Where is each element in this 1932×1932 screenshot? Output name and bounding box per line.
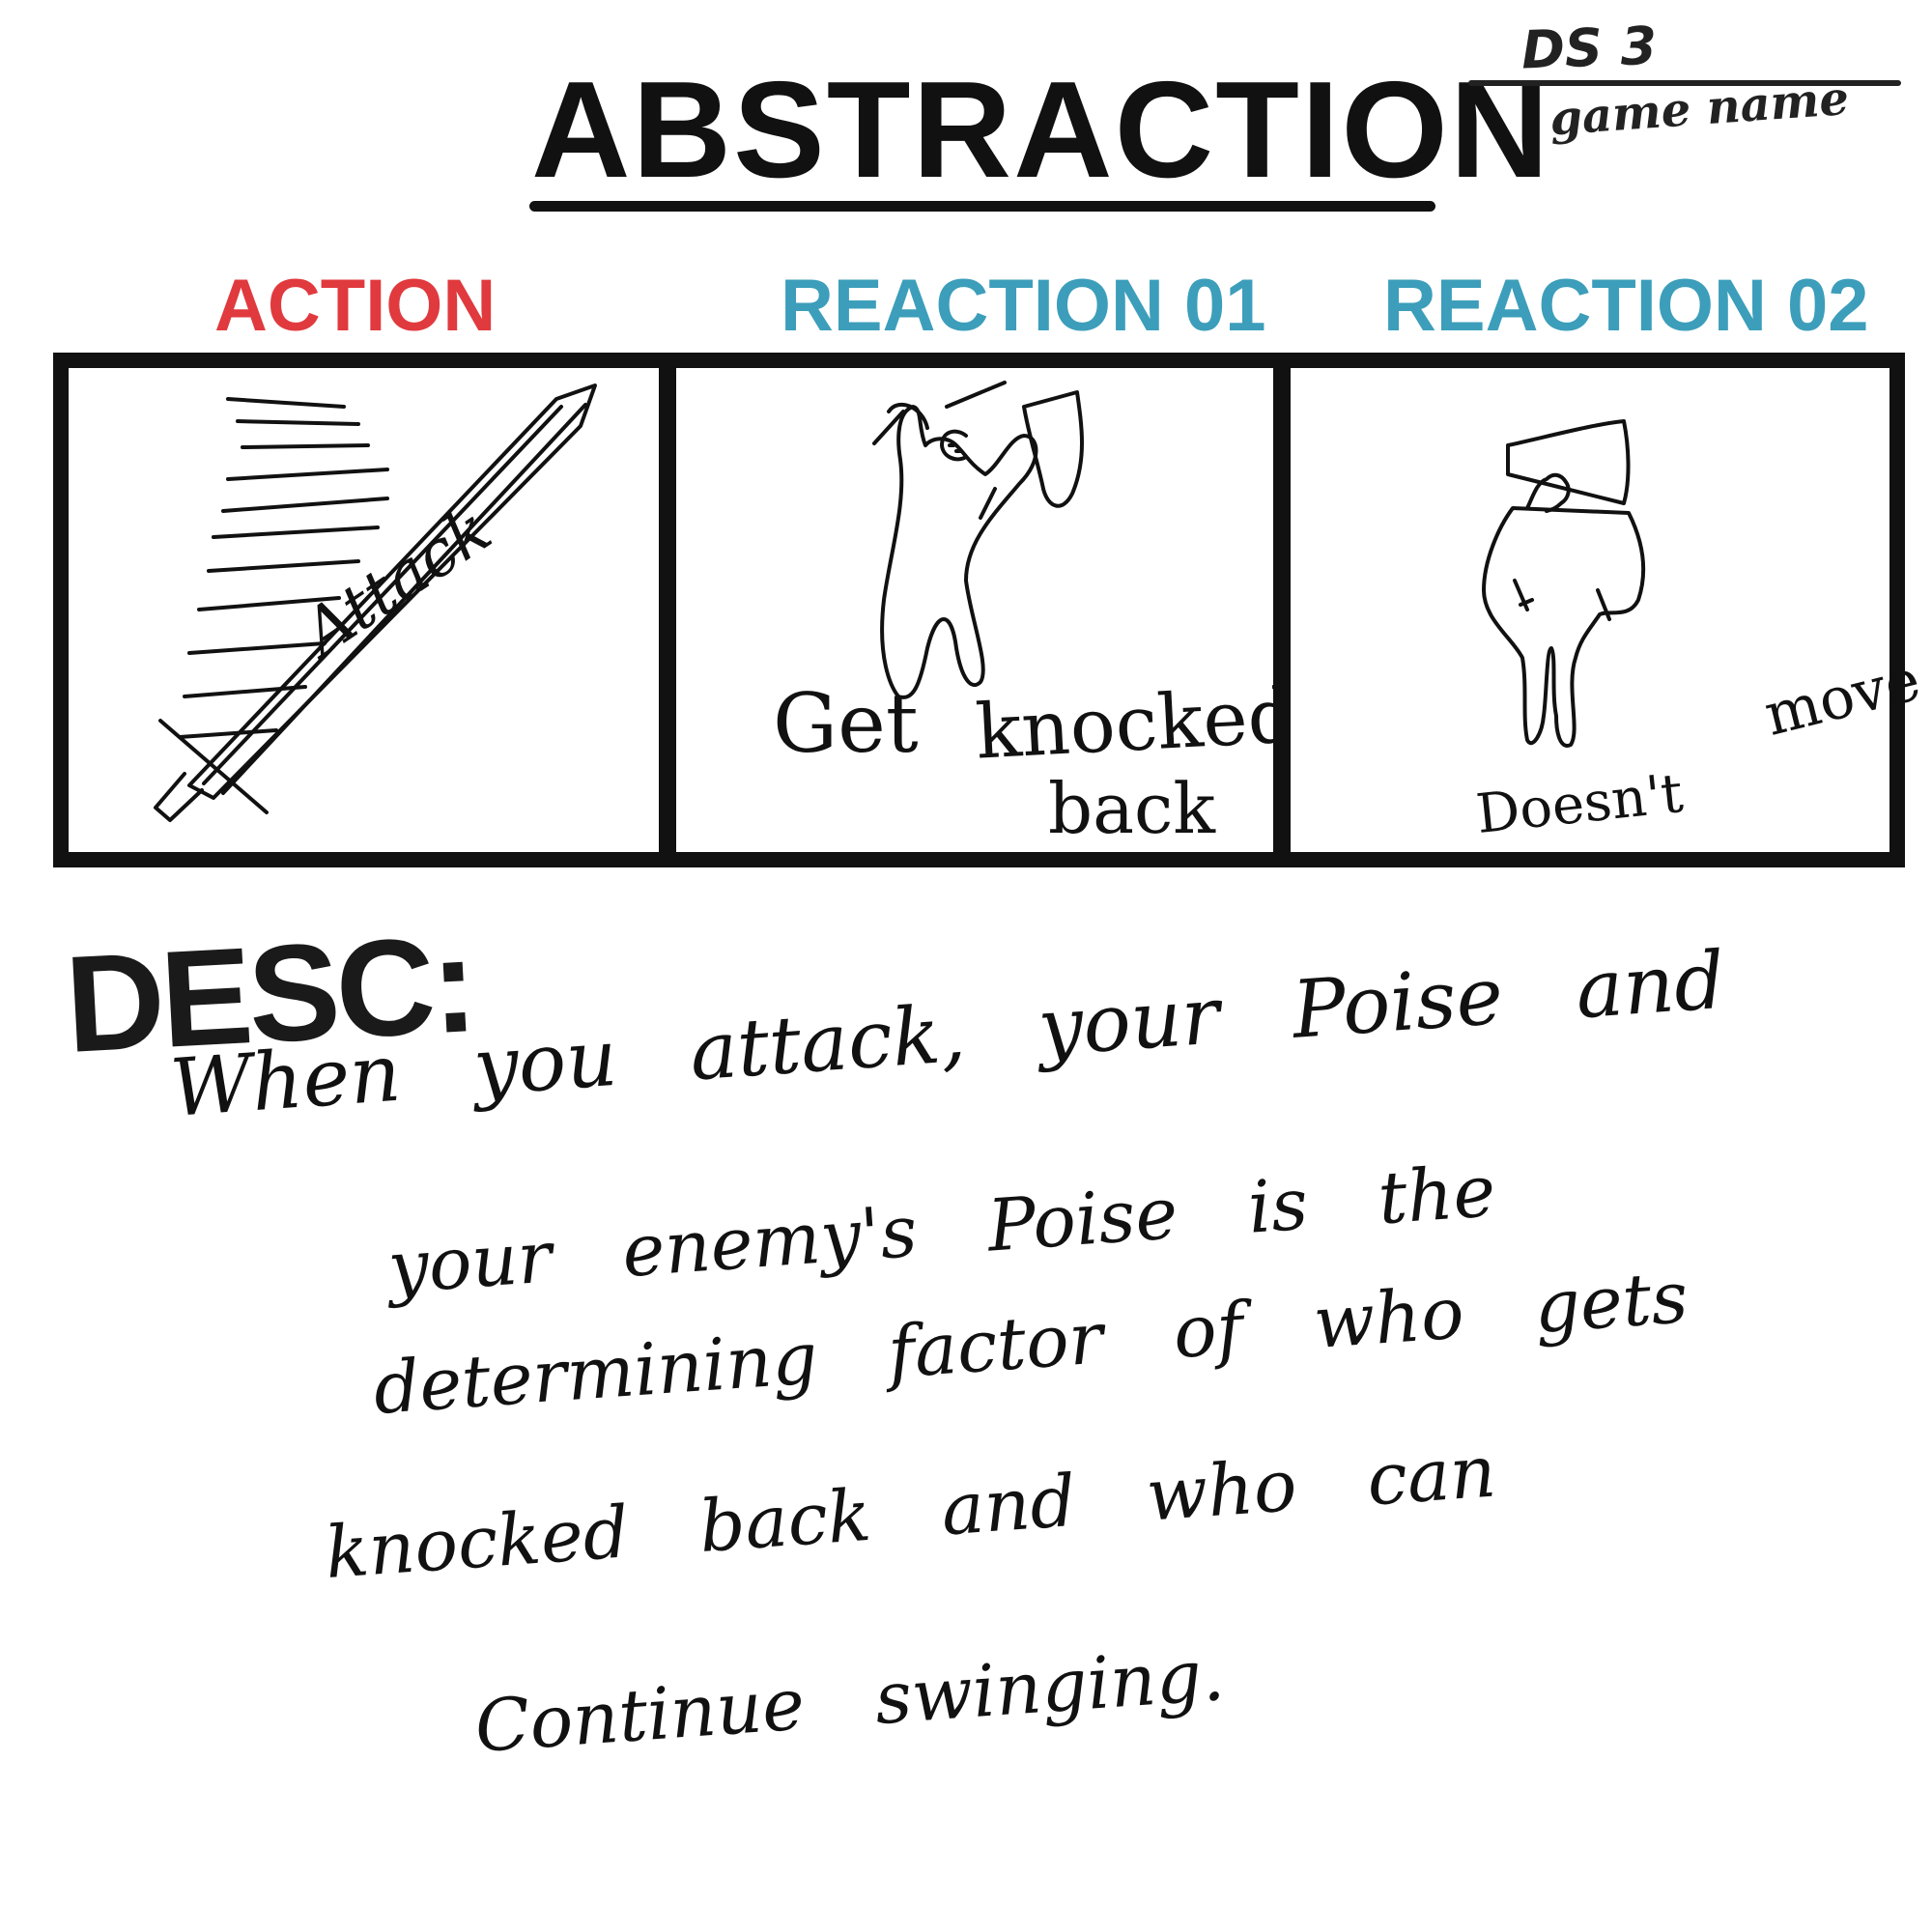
game-name-block: DS 3 game name: [1468, 14, 1903, 158]
game-name-value: DS 3: [1520, 14, 1659, 81]
panel-reaction-02: [1275, 353, 1905, 867]
standing-figure-with-shield-icon: [1482, 419, 1646, 748]
title-underline: [529, 201, 1435, 212]
caption-reaction-01-knocked: knocked: [973, 672, 1298, 777]
desc-line-4: knocked back and who can: [323, 1430, 1499, 1595]
knocked-back-figure-icon: [872, 381, 1084, 699]
panel-reaction-01: [661, 353, 1289, 867]
heading-action: ACTION: [214, 265, 497, 347]
game-name-rule: [1468, 80, 1901, 86]
heading-reaction-02: REACTION 02: [1383, 265, 1869, 347]
heading-reaction-01: REACTION 01: [781, 265, 1266, 347]
desc-line-5: Continue swinging.: [472, 1634, 1228, 1769]
caption-reaction-01-get: Get: [773, 676, 919, 771]
sword-sketch-icon: [154, 384, 597, 822]
caption-reaction-01-back: back: [1048, 768, 1215, 849]
page-title: ABSTRACTION: [531, 53, 1551, 207]
